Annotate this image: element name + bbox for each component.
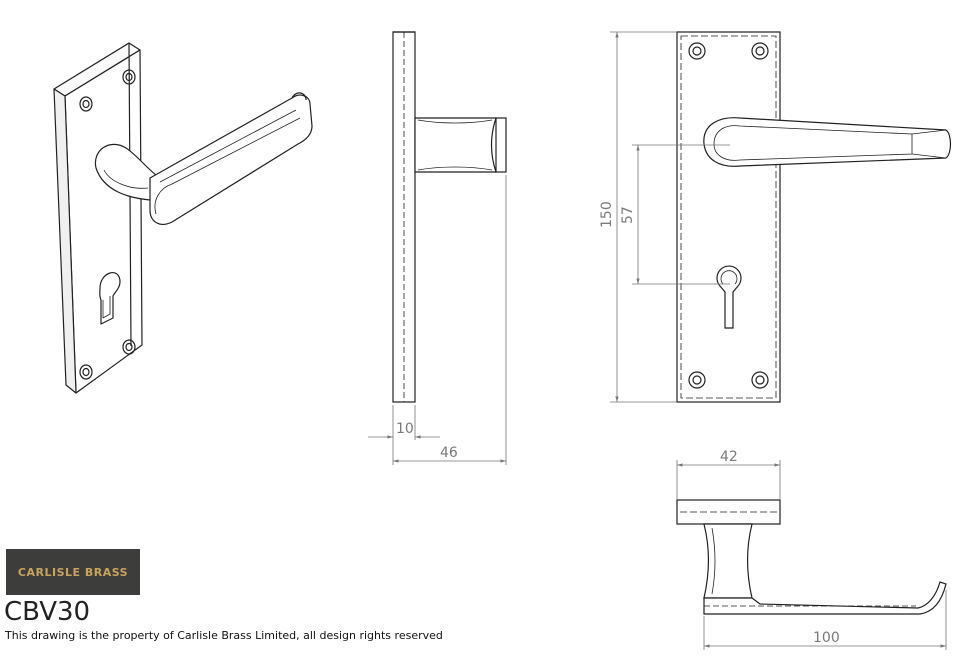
copyright-notice: This drawing is the property of Carlisle… — [5, 629, 443, 642]
front-view — [610, 31, 952, 403]
side-view — [368, 31, 507, 465]
front-dimensions — [610, 31, 730, 403]
iso-screw-holes — [79, 69, 136, 380]
side-backplate — [392, 31, 416, 403]
screw-hole — [82, 367, 90, 377]
front-lever-handle — [703, 117, 952, 167]
screw-hole — [755, 375, 765, 385]
screw-hole — [688, 371, 706, 389]
screw-hole — [79, 96, 93, 112]
iso-lever-handle — [94, 92, 313, 225]
screw-hole — [688, 42, 706, 60]
screw-hole — [79, 364, 93, 380]
top-rose — [703, 523, 753, 599]
dim-label-10: 10 — [396, 421, 414, 437]
screw-hole — [751, 371, 769, 389]
iso-backplate — [53, 42, 143, 394]
side-lever-rose — [414, 117, 507, 173]
top-backplate — [676, 499, 781, 525]
iso-keyhole — [99, 272, 121, 325]
brand-logo-text: CARLISLE BRASS — [17, 565, 129, 579]
brand-logo: CARLISLE BRASS — [6, 549, 140, 595]
dim-label-150: 150 — [599, 201, 615, 228]
screw-hole — [755, 46, 765, 56]
screw-hole — [125, 72, 133, 82]
top-lever-handle — [703, 581, 947, 615]
screw-hole — [82, 99, 90, 109]
dim-label-100: 100 — [813, 630, 840, 646]
isometric-view — [53, 42, 313, 394]
front-screw-holes — [688, 42, 769, 389]
screw-hole — [751, 42, 769, 60]
top-view — [676, 460, 947, 650]
screw-hole — [125, 342, 133, 352]
screw-hole — [692, 375, 702, 385]
dim-label-42: 42 — [720, 449, 738, 465]
front-keyhole — [716, 265, 742, 329]
screw-hole — [692, 46, 702, 56]
dim-label-57: 57 — [620, 206, 636, 224]
product-code: CBV30 — [4, 597, 91, 627]
dim-label-46: 46 — [440, 445, 458, 461]
front-backplate — [676, 31, 781, 403]
top-dimensions — [676, 460, 947, 650]
screw-hole — [122, 69, 136, 85]
side-dimensions — [368, 175, 507, 465]
screw-hole — [122, 339, 136, 355]
